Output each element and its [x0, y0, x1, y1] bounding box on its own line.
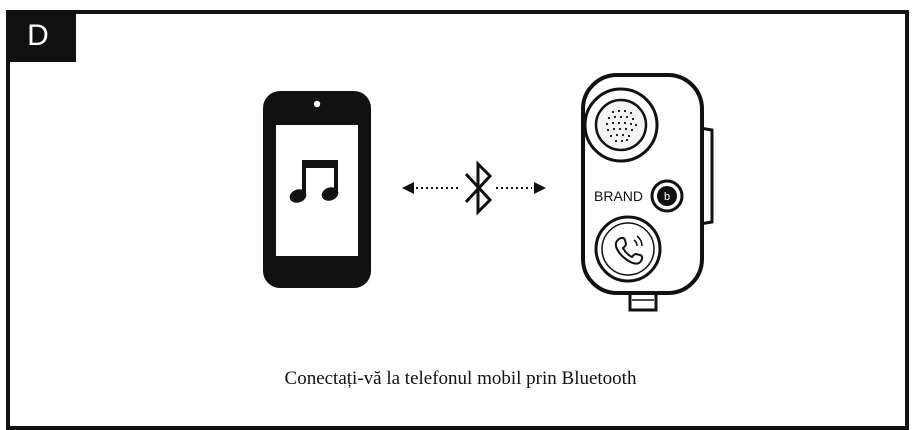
b-button-letter: b	[664, 191, 670, 203]
smartphone-icon	[263, 91, 371, 288]
b-button: b	[650, 179, 684, 213]
arrow-right-icon	[496, 182, 546, 194]
illustration: BRAND b	[263, 73, 714, 312]
arrow-left-icon	[402, 182, 460, 194]
bluetooth-device: BRAND b	[581, 73, 714, 312]
speaker-grille-icon	[594, 98, 648, 152]
bluetooth-icon	[464, 160, 493, 216]
diagram-frame	[6, 10, 909, 430]
call-button-icon	[594, 215, 662, 283]
step-letter-badge: D	[6, 10, 76, 62]
caption: Conectați-vă la telefonul mobil prin Blu…	[284, 368, 637, 389]
music-note-icon	[289, 160, 339, 203]
brand-label: BRAND	[594, 188, 643, 204]
